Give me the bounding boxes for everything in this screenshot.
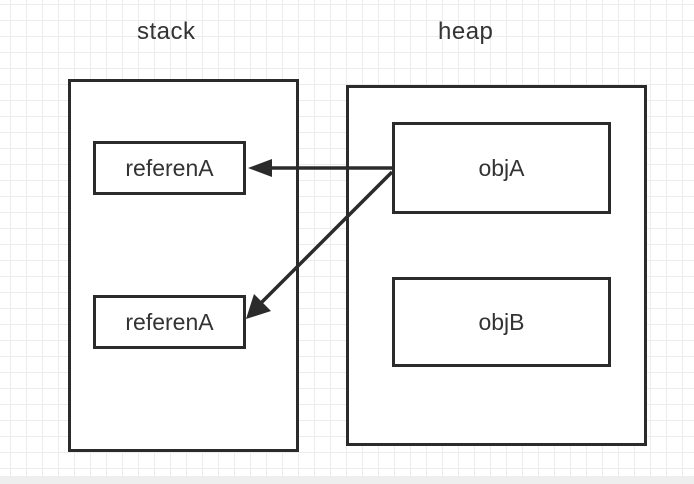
heap-object-box: objB xyxy=(392,277,611,367)
stack-title: stack xyxy=(137,18,196,45)
stack-reference-box: referenA xyxy=(93,141,246,195)
stack-reference-box: referenA xyxy=(93,295,246,349)
canvas-bottom-strip xyxy=(0,476,694,484)
stack-container xyxy=(68,79,299,452)
heap-title: heap xyxy=(438,18,494,45)
stack-reference-label: referenA xyxy=(125,308,214,335)
stack-reference-label: referenA xyxy=(125,154,214,181)
heap-object-label: objB xyxy=(478,308,525,335)
heap-object-label: objA xyxy=(478,154,525,181)
heap-object-box: objA xyxy=(392,122,611,214)
